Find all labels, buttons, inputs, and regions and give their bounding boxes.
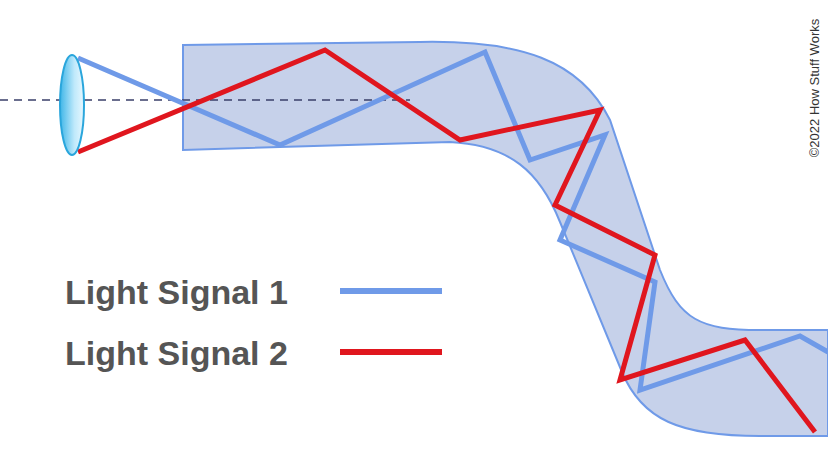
legend-text: Light Signal 2 xyxy=(65,333,288,373)
legend-text: Light Signal 1 xyxy=(65,272,288,312)
legend-sample-2 xyxy=(340,349,442,355)
watermark: ©2022 How Stuff Works xyxy=(807,19,823,157)
legend-sample-1 xyxy=(340,288,442,294)
lens xyxy=(60,55,84,155)
light-signal-2-path xyxy=(78,50,815,432)
